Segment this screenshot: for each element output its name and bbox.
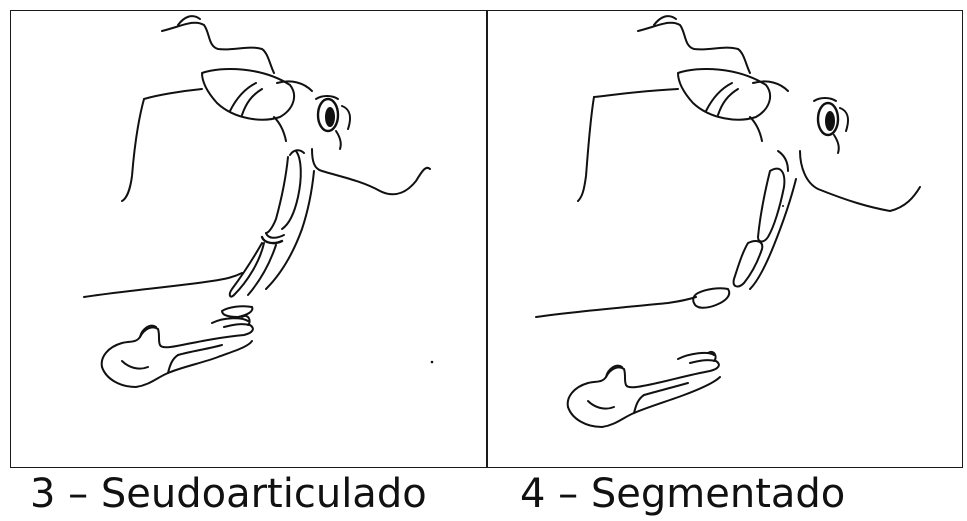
head-contour	[638, 23, 750, 73]
nasal-bone-pseudoarticulated	[230, 150, 304, 296]
face-contour	[144, 89, 202, 99]
ear-drawing	[202, 69, 312, 120]
mandible-line	[536, 297, 696, 317]
mandible-line	[84, 273, 242, 297]
hand-drawing	[102, 316, 253, 387]
snout-contour	[800, 151, 920, 211]
hand-drawing	[568, 352, 720, 427]
snout-contour	[312, 149, 430, 194]
nasal-bone-segmented	[693, 151, 788, 308]
eye-drawing	[316, 96, 350, 149]
caption-segmented: 4 – Segmentado	[520, 468, 845, 521]
eye-drawing	[814, 98, 848, 153]
panel-segmented-drawing	[488, 11, 961, 467]
head-contour	[162, 23, 274, 73]
face-contour	[594, 89, 678, 97]
jaw-fragment	[222, 306, 252, 317]
ear-drawing	[678, 69, 788, 120]
panel-pseudoarticulated-drawing	[12, 11, 485, 467]
caption-pseudoarticulated: 3 – Seudoarticulado	[30, 468, 427, 521]
